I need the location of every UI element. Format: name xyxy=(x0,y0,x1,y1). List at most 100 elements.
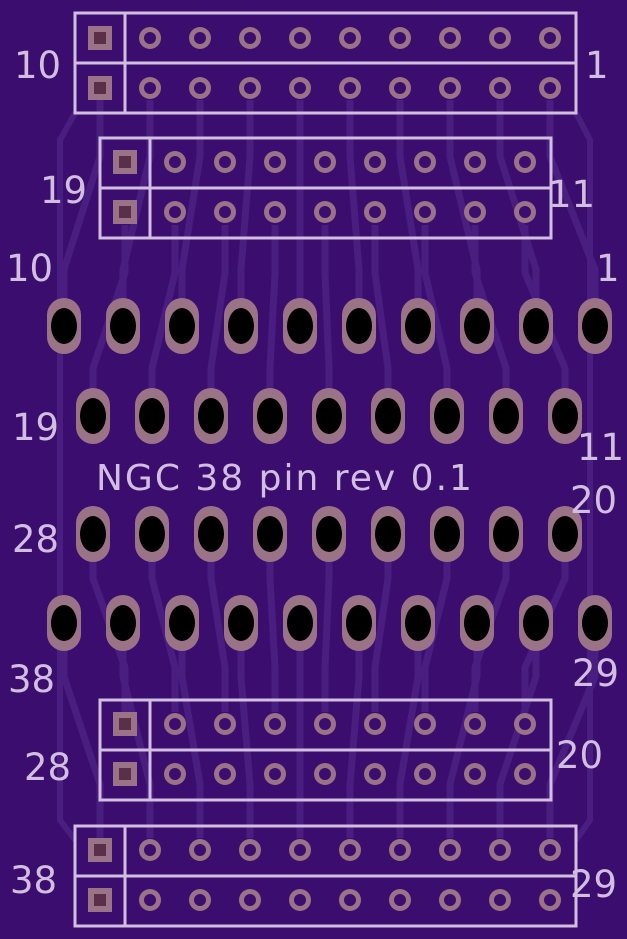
header-bottom-inner-round-pad-drill xyxy=(169,718,181,730)
header-bottom-inner-round-pad-drill xyxy=(469,768,481,780)
header-bottom-outer-round-pad-drill xyxy=(444,844,456,856)
connector-row1-pad-drill xyxy=(523,308,549,344)
label-connector-row1-right: 1 xyxy=(596,247,620,290)
connector-row3-pad-drill xyxy=(316,516,342,552)
connector-row1-pad-drill xyxy=(169,308,195,344)
header-bottom-outer-round-pad-drill xyxy=(394,894,406,906)
connector-row2-pad-drill xyxy=(552,398,578,434)
header-top-outer-round-pad-drill xyxy=(244,82,256,94)
header-bottom-outer-round-pad-drill xyxy=(444,894,456,906)
trace-top-outer xyxy=(178,100,204,326)
header-bottom-inner-round-pad-drill xyxy=(469,718,481,730)
trace-top-outer xyxy=(546,100,599,326)
header-bottom-inner-round-pad-drill xyxy=(269,718,281,730)
header-top-inner-round-pad-drill xyxy=(319,206,331,218)
header-bottom-outer-round-pad-drill xyxy=(294,894,306,906)
header-top-outer-round-pad-drill xyxy=(194,82,206,94)
label-connector-row3-left: 28 xyxy=(12,518,59,561)
board-title: NGC 38 pin rev 0.1 xyxy=(96,458,474,499)
header-top-inner-round-pad-drill xyxy=(469,206,481,218)
header-bottom-inner-round-pad-drill xyxy=(169,768,181,780)
connector-row4-pad-drill xyxy=(582,605,608,641)
header-bottom-outer-round-pad-drill xyxy=(344,894,356,906)
header-top-outer-square-pad-drill xyxy=(94,82,106,94)
header-top-inner-round-pad-drill xyxy=(219,156,231,168)
header-top-outer-round-pad-drill xyxy=(344,82,356,94)
connector-row4-pad-drill xyxy=(228,605,254,641)
label-top-outer-left: 10 xyxy=(14,44,61,87)
connector-row3-pad-drill xyxy=(139,516,165,552)
connector-row4-pad-drill xyxy=(464,605,490,641)
header-bottom-outer-round-pad-drill xyxy=(544,894,556,906)
header-bottom-inner-round-pad-drill xyxy=(319,768,331,780)
header-top-inner-round-pad-drill xyxy=(169,156,181,168)
header-top-inner-round-pad-drill xyxy=(369,206,381,218)
trace-top-outer xyxy=(237,100,254,326)
header-bottom-outer-round-pad-drill xyxy=(394,844,406,856)
header-bottom-inner-square-pad-drill xyxy=(119,768,131,780)
trace-top-outer xyxy=(60,100,104,326)
header-bottom-outer-round-pad-drill xyxy=(544,844,556,856)
header-top-outer-round-pad-drill xyxy=(294,32,306,44)
header-top-outer-round-pad-drill xyxy=(344,32,356,44)
header-bottom-outer-round-pad-drill xyxy=(144,844,156,856)
connector-row2-pad-drill xyxy=(316,398,342,434)
trace-top-inner xyxy=(321,225,333,416)
header-top-inner-square-pad-drill xyxy=(119,206,131,218)
connector-row3-pad-drill xyxy=(257,516,283,552)
label-connector-row1-left: 10 xyxy=(6,247,53,290)
header-bottom-inner-round-pad-drill xyxy=(419,718,431,730)
connector-row4-pad-drill xyxy=(346,605,372,641)
header-top-inner-square-pad-drill xyxy=(119,156,131,168)
header-bottom-outer-round-pad-drill xyxy=(194,844,206,856)
trace-top-outer xyxy=(346,100,363,326)
header-top-inner-round-pad-drill xyxy=(419,206,431,218)
connector-row1-pad-drill xyxy=(464,308,490,344)
connector-row2-pad-drill xyxy=(257,398,283,434)
header-bottom-outer-round-pad-drill xyxy=(294,844,306,856)
header-top-inner-round-pad-drill xyxy=(319,156,331,168)
label-top-inner-right: 11 xyxy=(548,173,595,216)
header-top-outer-round-pad-drill xyxy=(444,82,456,94)
connector-row2-pad-drill xyxy=(375,398,401,434)
header-bottom-inner-round-pad-drill xyxy=(519,768,531,780)
trace-top-outer xyxy=(446,100,481,326)
header-bottom-outer-round-pad-drill xyxy=(244,894,256,906)
header-top-outer-round-pad-drill xyxy=(544,32,556,44)
header-top-inner-round-pad-drill xyxy=(419,156,431,168)
connector-row3-pad-drill xyxy=(198,516,224,552)
header-bottom-inner-round-pad-drill xyxy=(519,718,531,730)
trace-top-outer xyxy=(396,100,422,326)
connector-row3-pad-drill xyxy=(434,516,460,552)
header-top-inner-round-pad-drill xyxy=(369,156,381,168)
connector-row3-pad-drill xyxy=(80,516,106,552)
connector-row4-pad-drill xyxy=(523,605,549,641)
header-bottom-inner-round-pad-drill xyxy=(369,718,381,730)
header-bottom-inner-round-pad-drill xyxy=(419,768,431,780)
header-bottom-inner-round-pad-drill xyxy=(369,768,381,780)
label-bottom-outer-left: 38 xyxy=(10,859,57,902)
header-top-inner-round-pad-drill xyxy=(469,156,481,168)
connector-row2-pad-drill xyxy=(198,398,224,434)
header-top-inner-round-pad-drill xyxy=(519,156,531,168)
connector-row1-pad-drill xyxy=(346,308,372,344)
header-top-outer-round-pad-drill xyxy=(394,82,406,94)
header-top-inner-round-pad-drill xyxy=(519,206,531,218)
header-bottom-outer-round-pad-drill xyxy=(344,844,356,856)
header-top-outer-round-pad-drill xyxy=(544,82,556,94)
connector-row3-pad-drill xyxy=(375,516,401,552)
trace-side-left xyxy=(57,111,78,842)
header-top-outer-round-pad-drill xyxy=(144,32,156,44)
header-bottom-outer-round-pad-drill xyxy=(494,844,506,856)
header-bottom-outer-square-pad-drill xyxy=(94,894,106,906)
connector-row4-pad-drill xyxy=(405,605,431,641)
header-top-inner-round-pad-drill xyxy=(269,206,281,218)
label-bottom-inner-right: 20 xyxy=(556,734,603,777)
label-bottom-outer-right: 29 xyxy=(570,863,617,906)
connector-row1-pad-drill xyxy=(110,308,136,344)
header-outlines xyxy=(73,11,578,928)
connector-row2-pad-drill xyxy=(434,398,460,434)
connector-row1-pad-drill xyxy=(228,308,254,344)
header-bottom-outer-round-pad-drill xyxy=(244,844,256,856)
connector-row3-pad-drill xyxy=(552,516,578,552)
